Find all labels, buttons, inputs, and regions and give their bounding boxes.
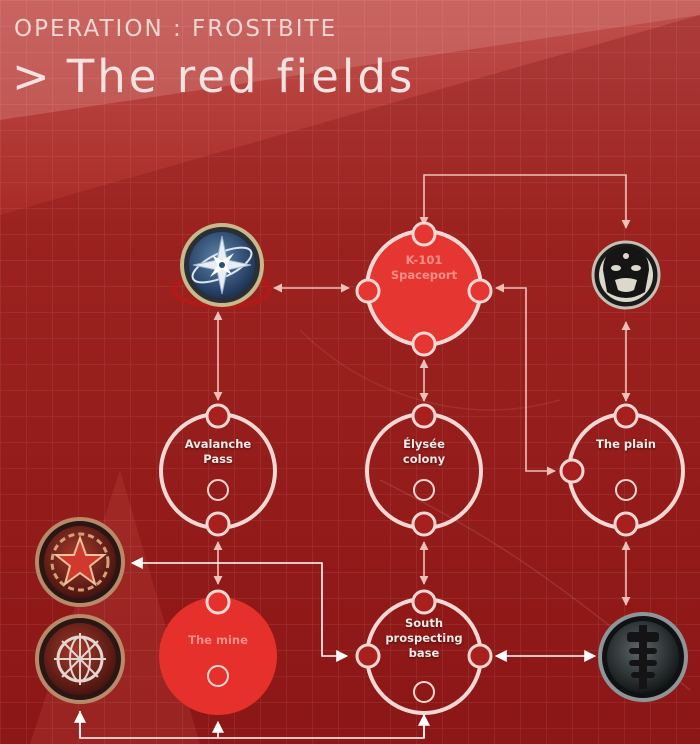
- region-title-text: The red fields: [66, 50, 416, 103]
- route-links-major: [74, 557, 597, 739]
- prompt-chevron: >: [12, 50, 53, 103]
- region-title: >The red fields: [12, 50, 415, 103]
- zone-the-plain[interactable]: The plain: [559, 403, 685, 537]
- skeletal-totem-emblem-icon[interactable]: [598, 612, 688, 702]
- zone-avalanche-pass[interactable]: Avalanche Pass: [159, 403, 277, 537]
- zone-label-line1: The mine: [188, 633, 248, 647]
- zone-label-line3: base: [408, 646, 440, 660]
- zone-the-mine[interactable]: The mine: [159, 589, 277, 715]
- zone-label-line1: The plain: [596, 437, 656, 451]
- zone-elysee-colony[interactable]: Élysée colony: [365, 403, 483, 537]
- route-spaceport-ape: [419, 174, 631, 229]
- red-star-wreath-emblem-icon[interactable]: [35, 517, 125, 607]
- route-spaceport-plain: [495, 283, 556, 476]
- zone-label-line1: K-101: [405, 253, 443, 267]
- zone-label-line1: Avalanche: [184, 437, 252, 451]
- zone-label-line1: Élysée: [403, 437, 445, 451]
- route-links: [213, 174, 631, 606]
- route-south-star: [130, 557, 349, 662]
- operation-name: OPERATION : FROSTBITE: [14, 16, 338, 42]
- zone-label-line2: colony: [402, 452, 446, 466]
- zone-label-line2: Pass: [203, 452, 233, 466]
- zone-label-line2: Spaceport: [390, 268, 458, 282]
- zone-label-line2: prospecting: [385, 631, 463, 645]
- ape-head-emblem-icon[interactable]: [591, 240, 661, 310]
- zone-south-prospecting-base[interactable]: South prospecting base: [355, 589, 493, 715]
- compass-star-emblem-icon[interactable]: [171, 223, 273, 309]
- crosshair-globe-emblem-icon[interactable]: [35, 614, 125, 704]
- zone-k101-spaceport[interactable]: K-101 Spaceport: [355, 221, 493, 357]
- zone-label-line1: South: [404, 616, 444, 630]
